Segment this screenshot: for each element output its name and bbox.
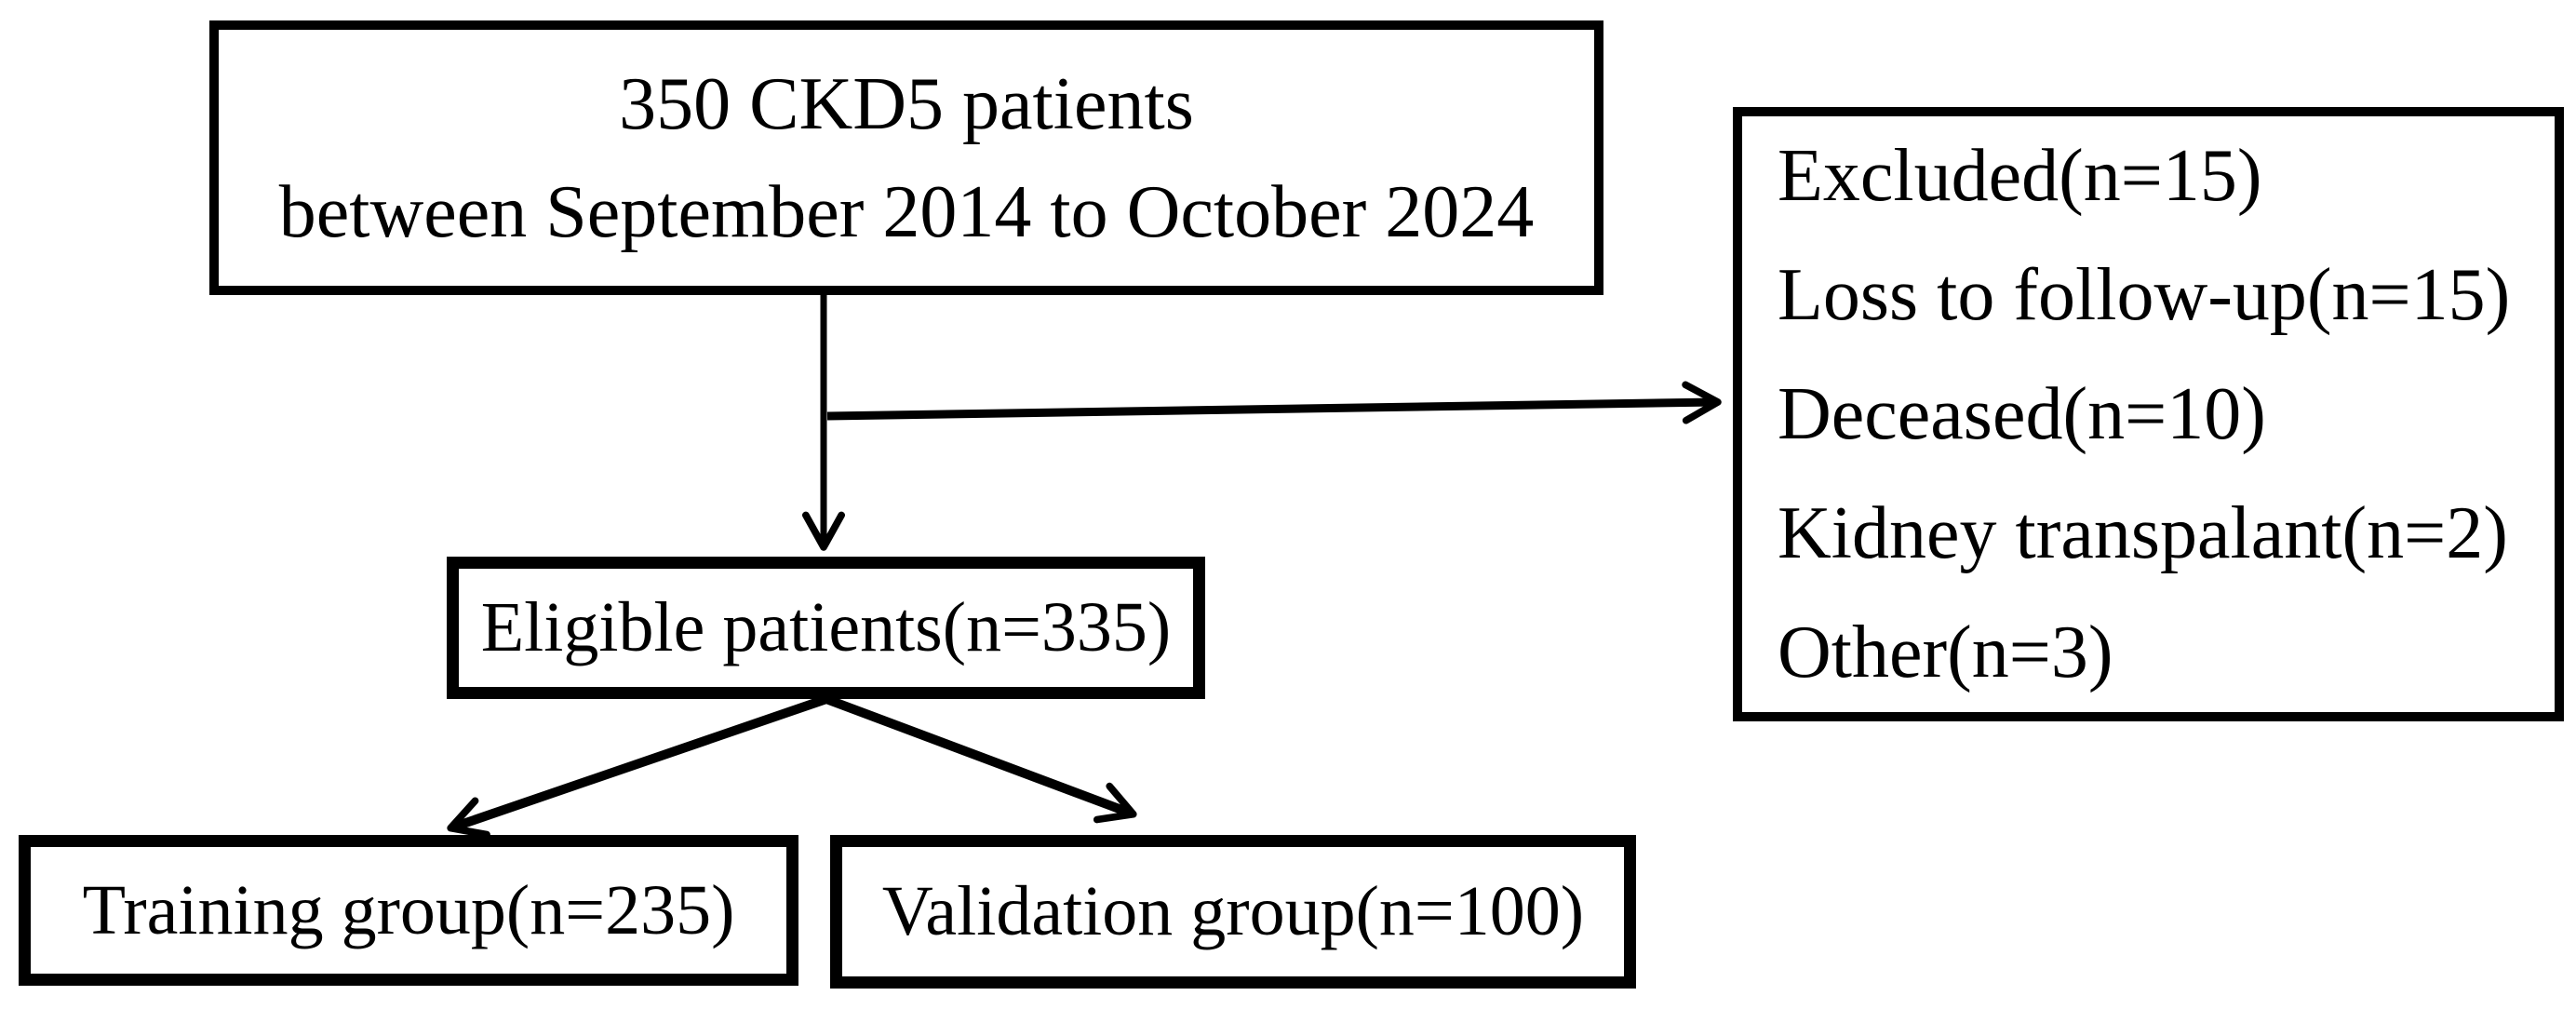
node-initial-patients: 350 CKD5 patients between September 2014… xyxy=(209,20,1603,295)
validation-group-label: Validation group(n=100) xyxy=(881,872,1585,950)
eligible-patients-label: Eligible patients(n=335) xyxy=(480,588,1172,666)
excluded-line-deceased: Deceased(n=10) xyxy=(1778,373,2266,455)
excluded-line-transplant: Kidney transpalant(n=2) xyxy=(1778,492,2508,574)
node-excluded: Excluded(n=15) Loss to follow-up(n=15) D… xyxy=(1733,107,2564,721)
node-training-group: Training group(n=235) xyxy=(19,835,798,986)
excluded-line-total: Excluded(n=15) xyxy=(1778,135,2262,217)
node-validation-group: Validation group(n=100) xyxy=(830,835,1636,989)
excluded-line-followup: Loss to follow-up(n=15) xyxy=(1778,254,2511,336)
initial-patients-line2: between September 2014 to October 2024 xyxy=(278,170,1535,253)
training-group-label: Training group(n=235) xyxy=(82,870,735,949)
excluded-line-other: Other(n=3) xyxy=(1778,612,2113,693)
initial-patients-line1: 350 CKD5 patients xyxy=(619,62,1194,145)
arrow-initial-to-excluded xyxy=(826,381,1722,424)
arrow-eligible-to-training xyxy=(447,694,828,839)
node-eligible-patients: Eligible patients(n=335) xyxy=(447,557,1205,699)
arrow-eligible-to-validation xyxy=(825,694,1137,824)
